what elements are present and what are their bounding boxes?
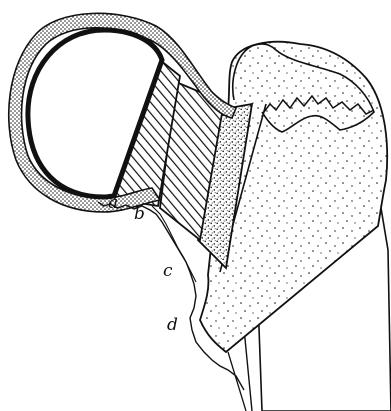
label-c: c [163,261,173,281]
shaft-edge-line [228,352,246,411]
label-b: b [134,204,145,224]
label-d: d [167,315,178,335]
label-a: a [108,193,118,213]
